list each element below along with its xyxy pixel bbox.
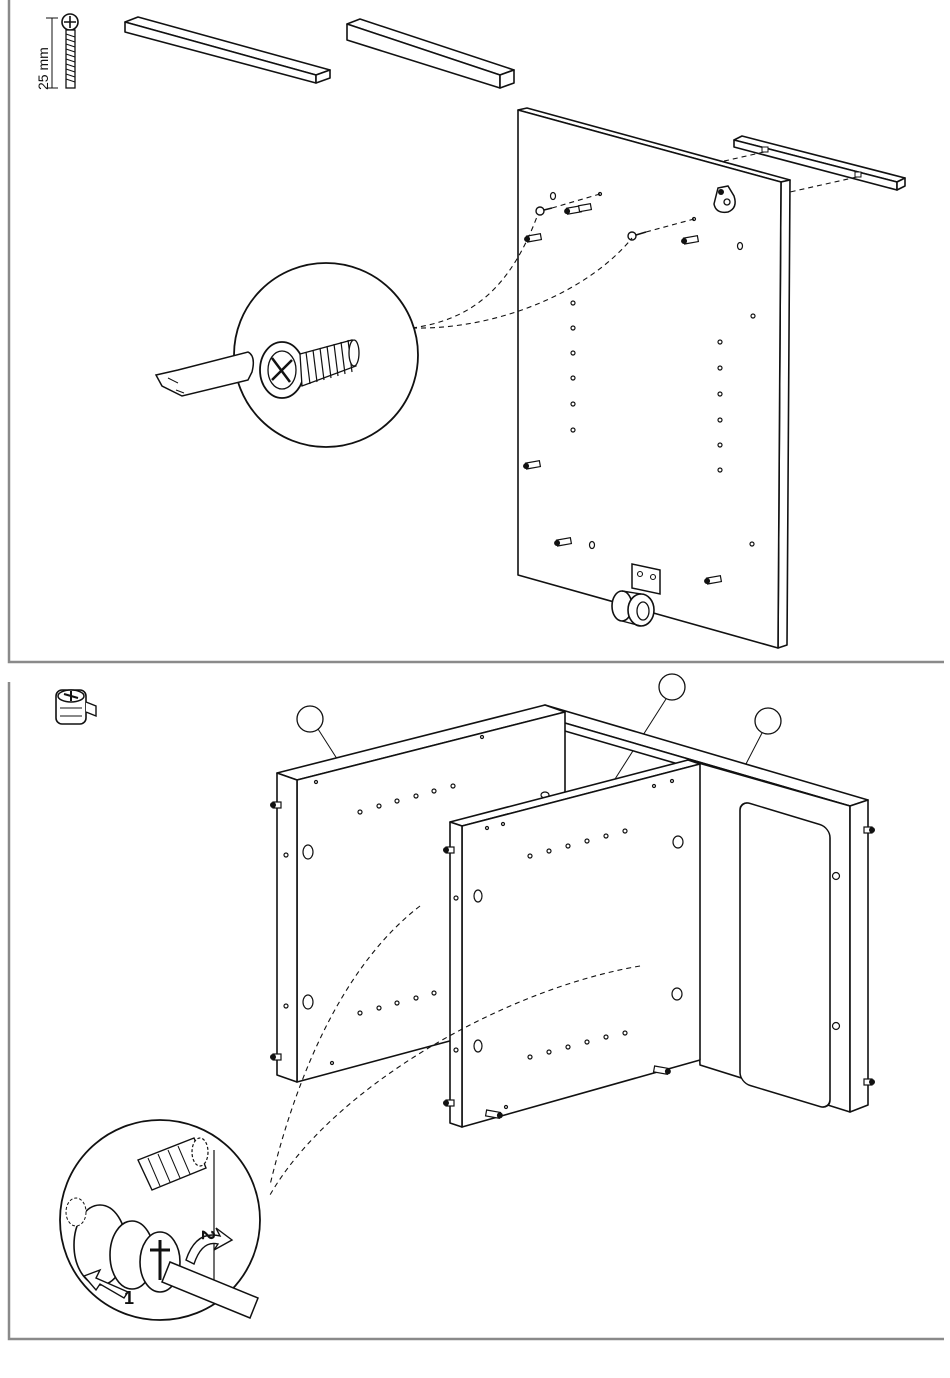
right-side-panel xyxy=(688,760,868,1112)
screw-length-label: 25 mm xyxy=(35,47,51,90)
cam-lock-fitting-icon xyxy=(56,690,96,724)
rotation-step-1-label: 1 xyxy=(124,1288,134,1308)
rail-piece-1 xyxy=(125,17,330,83)
cam-lock-detail-callout xyxy=(60,1120,260,1320)
handle-cutout xyxy=(740,800,830,1109)
rail-piece-2 xyxy=(347,19,514,88)
side-panel xyxy=(518,108,790,648)
rail-guide-line-2 xyxy=(790,177,857,192)
screwdriver-tip-icon xyxy=(156,352,253,396)
step-frame-top xyxy=(9,0,944,662)
screw-detail-callout xyxy=(156,263,418,447)
rotation-step-2-label: 2 xyxy=(198,1230,218,1240)
